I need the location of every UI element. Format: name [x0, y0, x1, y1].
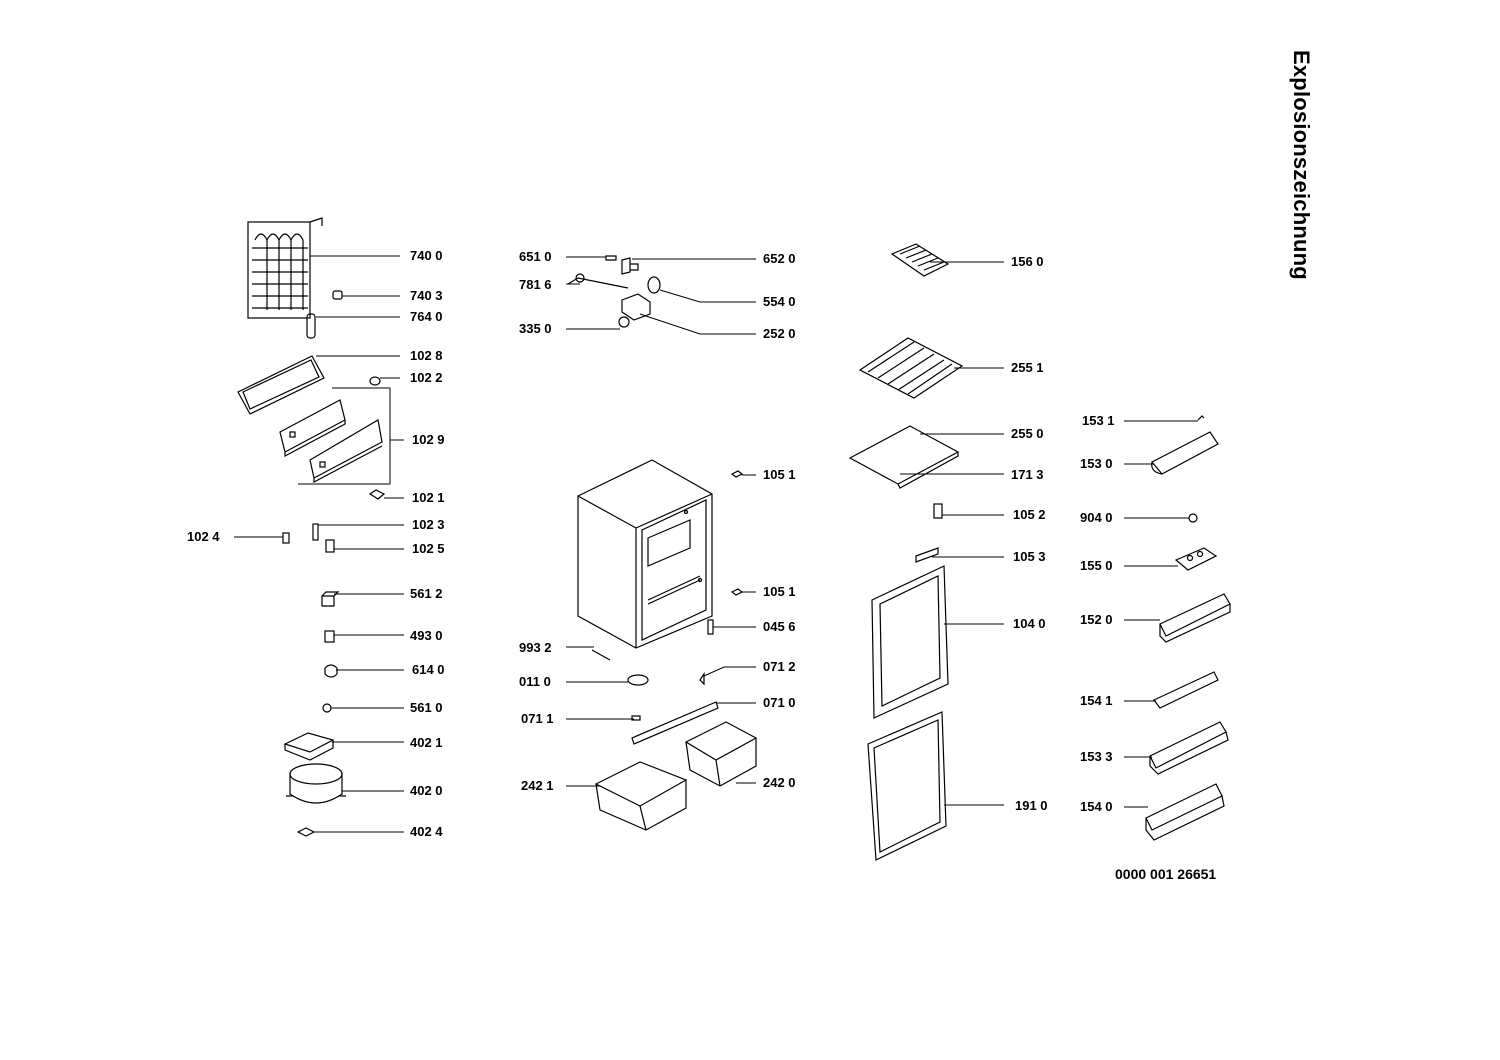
document-number: 0000 001 26651 [1115, 866, 1217, 882]
crisper-small [684, 721, 758, 787]
callout-label: 255 1 [1011, 360, 1044, 375]
hinge-cover [915, 547, 939, 563]
callout-label: 105 2 [1013, 507, 1046, 522]
callout-label: 614 0 [412, 662, 445, 677]
wire-shelf [858, 337, 964, 399]
round-knob [1188, 513, 1198, 523]
callout-label: 156 0 [1011, 254, 1044, 269]
callout-label: 105 1 [763, 467, 796, 482]
ice-cube-tray [890, 243, 950, 277]
upper-hinge [933, 503, 943, 519]
callout-label: 171 3 [1011, 467, 1044, 482]
compressor [286, 763, 346, 804]
callout-label: 402 1 [410, 735, 443, 750]
callout-label: 764 0 [410, 309, 443, 324]
callout-label: 104 0 [1013, 616, 1046, 631]
callout-label: 102 2 [410, 370, 443, 385]
egg-tray-cover [1151, 431, 1219, 475]
callout-label: 402 0 [410, 783, 443, 798]
small-bracket-a [312, 523, 319, 541]
callout-label: 154 1 [1080, 693, 1113, 708]
hinge-bar [631, 701, 719, 745]
drain-tube [591, 649, 611, 661]
grommet-part [322, 703, 332, 713]
callout-label: 152 0 [1080, 612, 1113, 627]
callout-label: 071 2 [763, 659, 796, 674]
clip-part [368, 489, 386, 500]
shelf-clip [1197, 415, 1205, 421]
callout-label: 154 0 [1080, 799, 1113, 814]
callout-label: 105 1 [763, 584, 796, 599]
callout-label: 402 4 [410, 824, 443, 839]
callout-label: 242 0 [763, 775, 796, 790]
callout-label: 045 6 [763, 619, 796, 634]
door-gasket [867, 711, 947, 861]
door-rack-bottom [1145, 783, 1225, 841]
condenser-coil [247, 217, 323, 319]
small-bracket-b [282, 532, 290, 544]
callout-label: 102 1 [412, 490, 445, 505]
callout-label: 242 1 [521, 778, 554, 793]
small-knob [369, 376, 381, 386]
callout-label: 153 1 [1082, 413, 1115, 428]
callout-label: 102 4 [187, 529, 220, 544]
callout-label: 904 0 [1080, 510, 1113, 525]
callout-label: 153 0 [1080, 456, 1113, 471]
callout-label: 335 0 [519, 321, 552, 336]
evaporator-gasket [237, 355, 325, 415]
door-rack-middle [1149, 721, 1229, 775]
callout-label: 740 0 [410, 248, 443, 263]
door-rack-top [1159, 593, 1231, 643]
bottle-holder [1153, 671, 1219, 709]
leader-lines [234, 255, 1198, 833]
callout-label: 554 0 [763, 294, 796, 309]
callout-labels: 740 0 740 3 764 0 102 8 102 2 102 9 102 … [187, 248, 1115, 839]
callout-label: 493 0 [410, 628, 443, 643]
callout-label: 071 1 [521, 711, 554, 726]
callout-label: 153 3 [1080, 749, 1113, 764]
cap-part [324, 664, 338, 678]
spring-part [332, 290, 343, 300]
hinge-pin [699, 672, 705, 686]
callout-label: 102 9 [412, 432, 445, 447]
callout-label: 102 5 [412, 541, 445, 556]
callout-label: 071 0 [763, 695, 796, 710]
egg-tray [1174, 547, 1218, 571]
callout-label: 252 0 [763, 326, 796, 341]
callout-label: 781 6 [519, 277, 552, 292]
adjustable-foot [707, 619, 714, 635]
callout-label: 561 0 [410, 700, 443, 715]
callout-label: 993 2 [519, 640, 552, 655]
screw-upper [730, 470, 744, 478]
thermostat-group [567, 255, 661, 328]
callout-label: 102 8 [410, 348, 443, 363]
fridge-door [871, 565, 949, 719]
drawing-title: Explosionszeichnung [1289, 50, 1314, 280]
callout-label: 155 0 [1080, 558, 1113, 573]
callout-label: 102 3 [412, 517, 445, 532]
callout-label: 191 0 [1015, 798, 1048, 813]
callout-label: 255 0 [1011, 426, 1044, 441]
small-bracket-c [325, 539, 335, 553]
crisper-large [594, 761, 688, 831]
glass-shelf [848, 425, 960, 489]
evaporation-tray [627, 674, 649, 686]
callout-label: 652 0 [763, 251, 796, 266]
callout-label: 011 0 [519, 674, 551, 689]
callout-label: 561 2 [410, 586, 443, 601]
screw-lower [730, 588, 744, 596]
drier-part [306, 313, 316, 339]
compressor-clip [296, 827, 316, 837]
compressor-cover [283, 732, 335, 761]
callout-label: 105 3 [1013, 549, 1046, 564]
callout-label: 651 0 [519, 249, 552, 264]
cover-panels [279, 399, 383, 483]
overload-part [324, 630, 335, 643]
cabinet-body [577, 459, 713, 649]
callout-label: 740 3 [410, 288, 443, 303]
